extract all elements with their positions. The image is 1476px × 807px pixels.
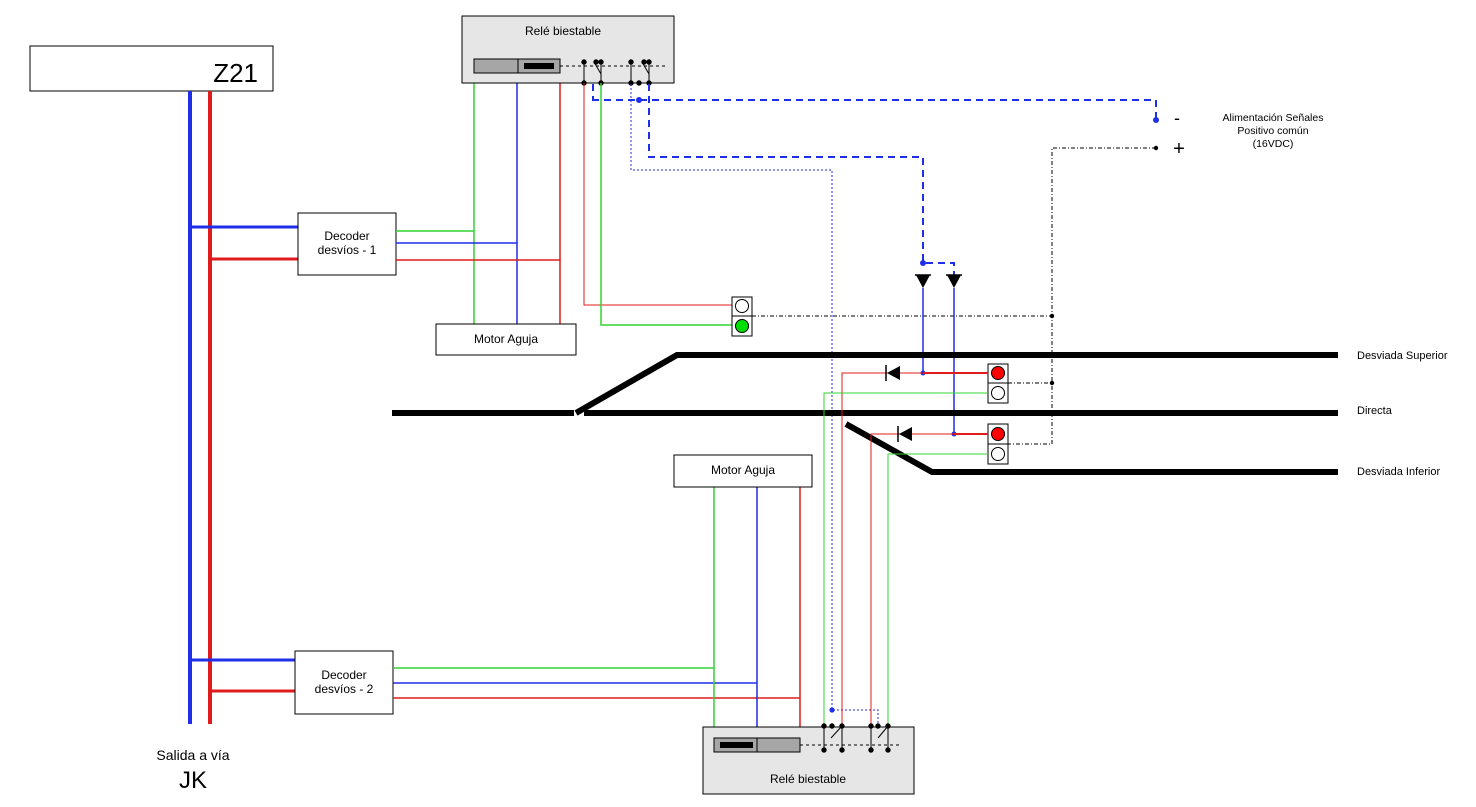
relay-1-armature [524,63,554,69]
relay-2-contacts [800,707,900,753]
signal-upper [731,296,753,337]
track-upper-label: Desviada Superior [1357,350,1448,362]
power-plus: + [1173,138,1185,160]
relay-1-label: Relé biestable [525,24,601,38]
relay-2-armature [720,742,753,748]
signal-lower-track [987,423,1009,465]
track-direct-label: Directa [1357,405,1393,417]
relay-2-signal-wires [823,372,988,725]
relay-1-signal-wires [583,83,733,326]
bus-taps [190,225,298,693]
motor-1-box [435,323,577,356]
power-label-line3: (16VDC) [1253,138,1294,150]
motor-2-label: Motor Aguja [711,463,775,477]
decoder-1-line2: desvíos - 1 [318,243,377,257]
relay-2-label: Relé biestable [770,772,846,786]
signal-upper-track [987,363,1009,404]
motor-2-box [673,454,813,488]
power-rails [592,84,1159,725]
decoder-2-wires [393,487,801,738]
track-lower-label: Desviada Inferior [1357,466,1440,478]
power-label-line1: Alimentación Señales [1223,112,1324,124]
power-label-line2: Positivo común [1237,125,1308,137]
relay-2-coil-b [756,737,801,753]
decoder-1-wires [396,73,561,324]
decoder-2-box [294,650,394,715]
z21-box [29,45,274,92]
relay-1-coil-a [473,58,519,74]
decoder-1-line1: Decoder [324,229,369,243]
tracks [392,352,1338,475]
decoder-2-line1: Decoder [321,668,366,682]
decoder-1-box [297,212,397,276]
motor-1-label: Motor Aguja [474,332,538,346]
output-name: JK [179,767,207,794]
power-minus: - [1174,108,1180,128]
relay-1-contacts [560,59,666,86]
signal-diodes [885,365,912,442]
supply-diodes [915,260,962,437]
output-caption: Salida a vía [156,747,229,763]
z21-label: Z21 [213,58,258,88]
decoder-2-line2: desvíos - 2 [315,682,374,696]
jk-bus [188,91,212,724]
